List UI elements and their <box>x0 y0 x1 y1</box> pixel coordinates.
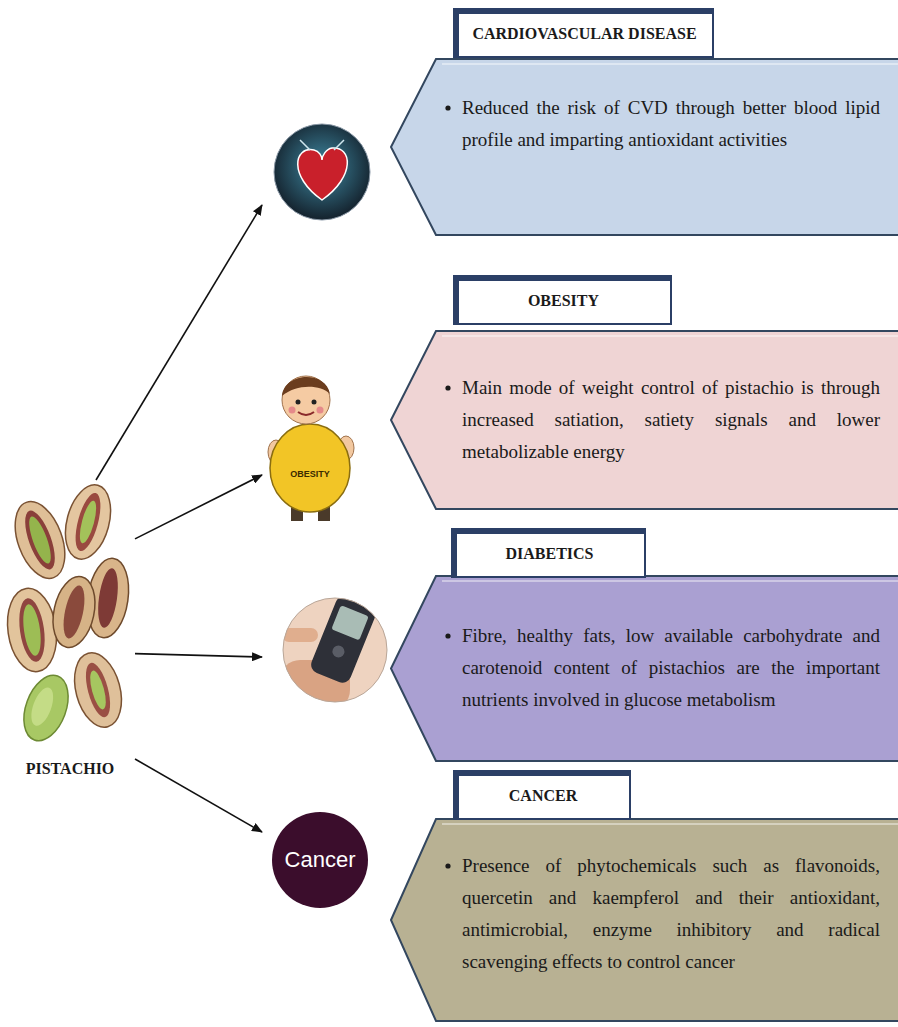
panel-arrow-shape <box>391 331 898 509</box>
panel-body-text: Reduced the risk of CVD through better b… <box>462 92 880 156</box>
pistachio-nut <box>47 573 101 652</box>
figure-cheek <box>317 407 324 414</box>
pistachio-nut <box>67 648 129 733</box>
glucose-meter-icon <box>280 594 387 710</box>
pistachio-skin <box>71 490 106 553</box>
heart-icon <box>274 124 370 220</box>
pistachio-nut <box>6 495 75 585</box>
figure-cheek <box>289 407 296 414</box>
pistachio-illustration <box>2 480 133 747</box>
topic-panel: Fibre, healthy fats, low available carbo… <box>390 575 898 762</box>
pistachio-highlight <box>27 685 58 729</box>
pistachio-skin <box>19 507 61 573</box>
panel-body-wrap: Main mode of weight control of pistachio… <box>462 372 880 468</box>
figure-eye <box>296 400 301 405</box>
panel-inner-line <box>442 335 898 337</box>
figure-body <box>270 424 350 512</box>
bullet-dot <box>445 105 450 110</box>
topic-panel: Main mode of weight control of pistachio… <box>390 330 898 510</box>
topic-heading: CANCER <box>507 785 577 805</box>
pistachio-shell <box>6 495 75 585</box>
topic-panel: Reduced the risk of CVD through better b… <box>390 58 898 236</box>
pistachio-kernel <box>16 669 77 747</box>
arrow-connector <box>135 475 262 539</box>
icon-text: Cancer <box>285 847 356 872</box>
panel-body-text: Main mode of weight control of pistachio… <box>462 372 880 468</box>
pistachio-kernel <box>87 669 109 711</box>
topic-panel: Presence of phytochemicals such as flavo… <box>390 818 898 1022</box>
panel-arrow-shape <box>391 576 898 761</box>
pistachio-skin <box>95 567 121 629</box>
panel-inner-line <box>442 63 898 65</box>
meter-body <box>308 594 378 686</box>
figure-mouth <box>298 412 314 415</box>
bullet-dot <box>445 633 450 638</box>
cancer-disc <box>272 812 368 908</box>
source-node: PISTACHIO <box>5 480 135 790</box>
topic-heading: DIABETICS <box>503 543 593 563</box>
icon-text: OBESITY <box>290 469 330 479</box>
node-label-wrap: PISTACHIO <box>5 760 135 778</box>
icon-text-wrap: OBESITY <box>280 463 340 481</box>
bullet-dot <box>445 385 450 390</box>
topic-heading-box: OBESITY <box>453 275 672 325</box>
pistachio-shell <box>58 480 118 564</box>
pistachio-kernel-whole <box>16 669 77 747</box>
topic-node: Main mode of weight control of pistachio… <box>262 275 898 520</box>
node-label: PISTACHIO <box>26 760 115 777</box>
arrow-connector <box>96 205 262 480</box>
panel-inner-line <box>442 580 898 582</box>
meter-screen <box>331 605 369 640</box>
pistachio-kernel <box>25 514 55 566</box>
heart-vessels <box>300 140 344 150</box>
pistachio-nut <box>2 585 61 675</box>
obesity-figure <box>268 376 354 521</box>
pistachio-shell <box>67 648 129 733</box>
arrow-connector <box>135 759 262 832</box>
meter-button <box>331 644 347 660</box>
topic-heading-box: CARDIOVASCULAR DISEASE <box>453 8 714 58</box>
topic-heading: CARDIOVASCULAR DISEASE <box>470 23 696 43</box>
topic-heading-box: CANCER <box>453 770 631 820</box>
pistachio-shell <box>2 585 61 675</box>
figure-eye <box>312 400 317 405</box>
pistachio-kernel <box>20 603 43 657</box>
panel-body-wrap: Reduced the risk of CVD through better b… <box>462 92 880 156</box>
topic-node: Presence of phytochemicals such as flavo… <box>262 770 898 1024</box>
bullet-dot <box>445 863 450 868</box>
panel-body-text: Presence of phytochemicals such as flavo… <box>462 850 880 978</box>
topic-heading-box: DIABETICS <box>451 528 646 578</box>
heart-shape <box>298 148 348 200</box>
pistachio-kernel <box>77 499 100 545</box>
topic-node: Reduced the risk of CVD through better b… <box>262 8 898 236</box>
topic-heading: OBESITY <box>526 290 599 310</box>
pistachio-shell <box>47 573 101 652</box>
arrow-connector <box>135 654 262 657</box>
pistachio-skin <box>16 597 49 664</box>
pistachio-skin <box>81 660 115 719</box>
panel-body-text: Fibre, healthy fats, low available carbo… <box>462 620 880 716</box>
icon-text-wrap: Cancer <box>272 847 368 873</box>
figure-head <box>282 376 330 424</box>
panel-arrow-shape <box>391 819 898 1021</box>
meter-icon-border <box>283 598 387 702</box>
panel-arrow-shape <box>391 59 898 235</box>
panel-inner-line <box>442 823 898 825</box>
figure-hair <box>282 377 330 396</box>
heart-icon-disc <box>274 124 370 220</box>
panel-body-wrap: Presence of phytochemicals such as flavo… <box>462 850 880 978</box>
panel-body-wrap: Fibre, healthy fats, low available carbo… <box>462 620 880 716</box>
pistachio-skin <box>60 584 89 641</box>
topic-node: Fibre, healthy fats, low available carbo… <box>262 528 898 762</box>
pistachio-nut <box>58 480 118 564</box>
